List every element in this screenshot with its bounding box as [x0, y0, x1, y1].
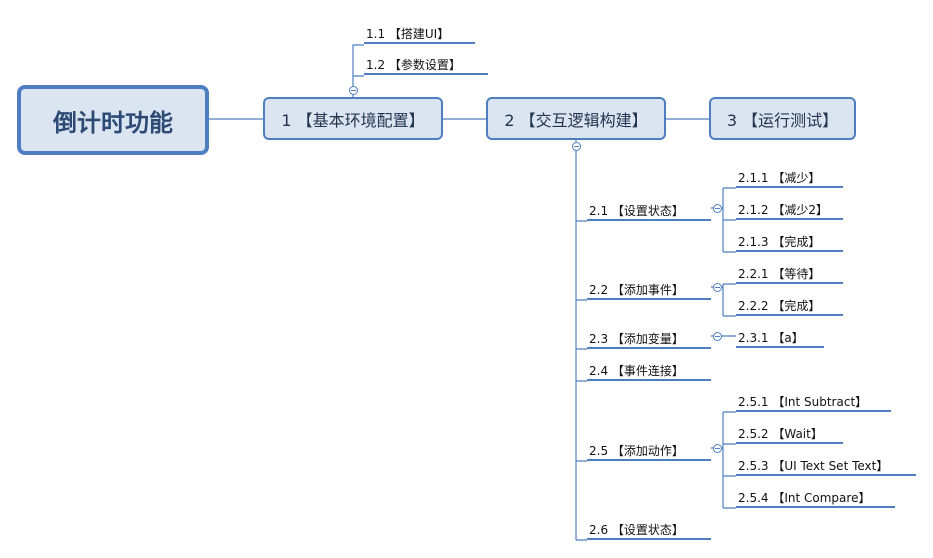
- subnode-2-5-2[interactable]: 2.5.2 【Wait】: [736, 424, 843, 444]
- subnode-2-2-2[interactable]: 2.2.2 【完成】: [736, 296, 843, 316]
- collapse-node-2-3-icon[interactable]: [713, 332, 722, 341]
- connector-1-children: [352, 44, 364, 97]
- subnode-2-5-1-label: 2.5.1 【Int Subtract】: [738, 394, 868, 409]
- collapse-node-2-5-icon[interactable]: [713, 444, 722, 453]
- subnode-2-2-1-label: 2.2.1 【等待】: [738, 266, 821, 281]
- main-node-2-label: 2 【交互逻辑构建】: [504, 110, 648, 130]
- subnode-2-2-1[interactable]: 2.2.1 【等待】: [736, 264, 843, 284]
- subnode-2-5-1[interactable]: 2.5.1 【Int Subtract】: [736, 392, 891, 412]
- subnode-2-5-2-label: 2.5.2 【Wait】: [738, 426, 823, 441]
- collapse-node-2-icon[interactable]: [572, 142, 581, 151]
- main-node-1[interactable]: 1 【基本环境配置】: [263, 97, 443, 140]
- subnode-2-2-label: 2.2 【添加事件】: [589, 282, 684, 297]
- connector-2-5-children: [711, 411, 736, 509]
- subnode-1-1[interactable]: 1.1 【搭建UI】: [364, 24, 475, 44]
- collapse-node-1-icon[interactable]: [349, 86, 358, 95]
- subnode-2-3[interactable]: 2.3 【添加变量】: [587, 329, 711, 349]
- subnode-2-4-label: 2.4 【事件连接】: [589, 363, 684, 378]
- subnode-1-1-label: 1.1 【搭建UI】: [366, 26, 450, 41]
- subnode-2-1-3[interactable]: 2.1.3 【完成】: [736, 232, 843, 252]
- subnode-2-1[interactable]: 2.1 【设置状态】: [587, 201, 711, 221]
- subnode-2-5-3[interactable]: 2.5.3 【UI Text Set Text】: [736, 456, 916, 476]
- subnode-2-2[interactable]: 2.2 【添加事件】: [587, 280, 711, 300]
- subnode-2-3-1-label: 2.3.1 【a】: [738, 330, 804, 345]
- subnode-2-2-2-label: 2.2.2 【完成】: [738, 298, 821, 313]
- root-node[interactable]: 倒计时功能: [17, 85, 209, 155]
- subnode-2-5-4[interactable]: 2.5.4 【Int Compare】: [736, 488, 895, 508]
- subnode-2-4[interactable]: 2.4 【事件连接】: [587, 361, 711, 381]
- collapse-node-2-1-icon[interactable]: [713, 204, 722, 213]
- main-node-1-label: 1 【基本环境配置】: [281, 110, 425, 130]
- subnode-2-5-label: 2.5 【添加动作】: [589, 443, 684, 458]
- subnode-2-5-3-label: 2.5.3 【UI Text Set Text】: [738, 458, 889, 473]
- root-node-label: 倒计时功能: [53, 108, 173, 137]
- connector-2-branches: [576, 220, 587, 541]
- subnode-2-1-label: 2.1 【设置状态】: [589, 203, 684, 218]
- collapse-node-2-2-icon[interactable]: [713, 283, 722, 292]
- subnode-2-1-2-label: 2.1.2 【减少2】: [738, 202, 828, 217]
- subnode-2-1-1[interactable]: 2.1.1 【减少】: [736, 168, 843, 188]
- subnode-2-1-1-label: 2.1.1 【减少】: [738, 170, 821, 185]
- subnode-2-1-3-label: 2.1.3 【完成】: [738, 234, 821, 249]
- main-node-3[interactable]: 3 【运行测试】: [709, 97, 856, 140]
- subnode-2-6[interactable]: 2.6 【设置状态】: [587, 520, 711, 540]
- main-node-3-label: 3 【运行测试】: [726, 110, 839, 130]
- subnode-1-2-label: 1.2 【参数设置】: [366, 57, 461, 72]
- subnode-1-2[interactable]: 1.2 【参数设置】: [364, 55, 488, 75]
- subnode-2-6-label: 2.6 【设置状态】: [589, 522, 684, 537]
- subnode-2-5-4-label: 2.5.4 【Int Compare】: [738, 490, 871, 505]
- subnode-2-3-label: 2.3 【添加变量】: [589, 331, 684, 346]
- subnode-2-5[interactable]: 2.5 【添加动作】: [587, 441, 711, 461]
- subnode-2-3-1[interactable]: 2.3.1 【a】: [736, 328, 824, 348]
- connector-2-1-children: [711, 187, 736, 253]
- main-node-2[interactable]: 2 【交互逻辑构建】: [486, 97, 666, 140]
- subnode-2-1-2[interactable]: 2.1.2 【减少2】: [736, 200, 843, 220]
